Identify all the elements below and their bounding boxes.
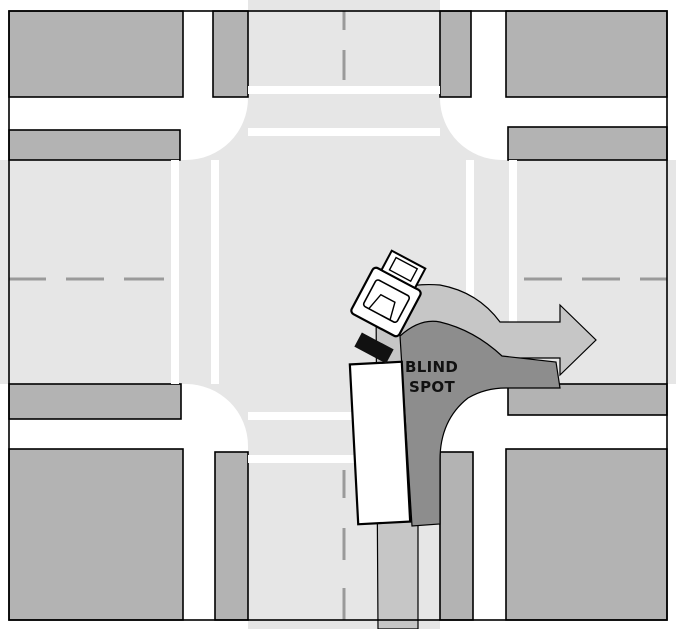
crosswalk-south-line-a: [248, 412, 440, 420]
block-bottom-left-main: [8, 448, 184, 621]
block-bottom-left-hstrip: [8, 383, 182, 420]
blind-spot-label-line1: BLIND: [405, 358, 458, 376]
block-bottom-right-vstrip: [439, 451, 474, 621]
truck-hood: [380, 249, 427, 290]
block-top-right-hstrip: [507, 126, 668, 161]
crosswalks: [171, 86, 517, 463]
blocks: [8, 10, 668, 621]
crosswalk-north-line-a: [248, 86, 440, 94]
lane-dashes: [9, 11, 667, 620]
crosswalk-north-line-b: [248, 128, 440, 136]
block-top-left-vstrip: [212, 10, 249, 98]
block-top-right-main: [505, 10, 668, 98]
block-top-right-vstrip: [439, 10, 472, 98]
block-top-left-hstrip: [8, 129, 181, 161]
crosswalk-east-line-b: [509, 160, 517, 384]
block-top-left-main: [8, 10, 184, 98]
truck-trailer: [348, 360, 412, 526]
truck-seat-outline: [368, 293, 396, 321]
crosswalk-west-line-a: [171, 160, 179, 384]
block-bottom-right-hstrip: [507, 383, 668, 416]
blind-spot-region: [399, 320, 561, 527]
truck-hitch: [354, 332, 394, 364]
block-bottom-right-main: [505, 448, 668, 621]
diagram-frame: [8, 10, 668, 621]
truck-cab: [350, 249, 427, 338]
crosswalk-east-line-a: [466, 160, 474, 384]
crosswalk-west-line-b: [211, 160, 219, 384]
blind-spot-label-line2: SPOT: [409, 378, 455, 396]
truck-grille: [388, 256, 419, 283]
block-bottom-left-vstrip: [214, 451, 249, 621]
crosswalk-south-line-b: [248, 455, 440, 463]
truck-windshield: [362, 279, 411, 324]
